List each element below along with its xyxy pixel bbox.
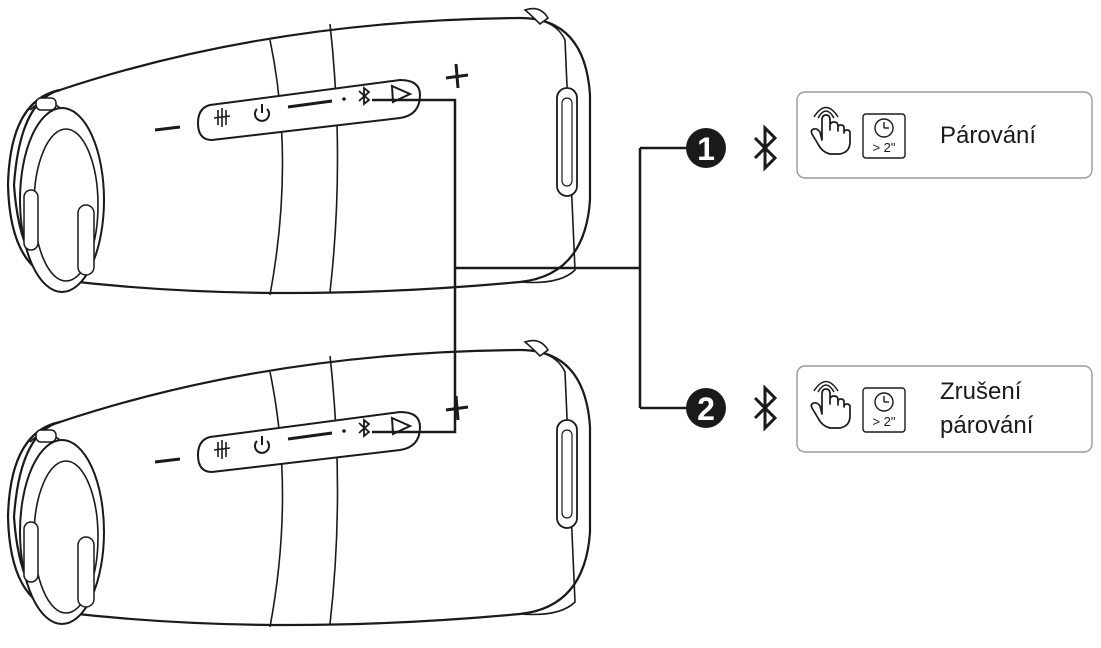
hold-duration: > 2" bbox=[872, 414, 895, 429]
step-number-badge bbox=[686, 128, 726, 168]
step-label-line-2: párování bbox=[940, 412, 1034, 439]
step-number-badge bbox=[686, 388, 726, 428]
hold-duration: > 2" bbox=[872, 140, 895, 155]
bluetooth-icon bbox=[753, 386, 777, 430]
speaker-top bbox=[6, 7, 592, 297]
step-1: 1 > 2" Párování bbox=[686, 91, 1093, 179]
step-number: 2 bbox=[697, 391, 715, 427]
step-label-line-1: Zrušení bbox=[940, 378, 1022, 405]
step-label-line-1: Párování bbox=[940, 122, 1036, 149]
connector-lines bbox=[372, 98, 690, 434]
step-2: 2 > 2" Zrušení párování bbox=[686, 365, 1093, 453]
speaker-bottom bbox=[6, 339, 592, 629]
bluetooth-icon bbox=[753, 126, 777, 170]
step-number: 1 bbox=[697, 131, 715, 167]
